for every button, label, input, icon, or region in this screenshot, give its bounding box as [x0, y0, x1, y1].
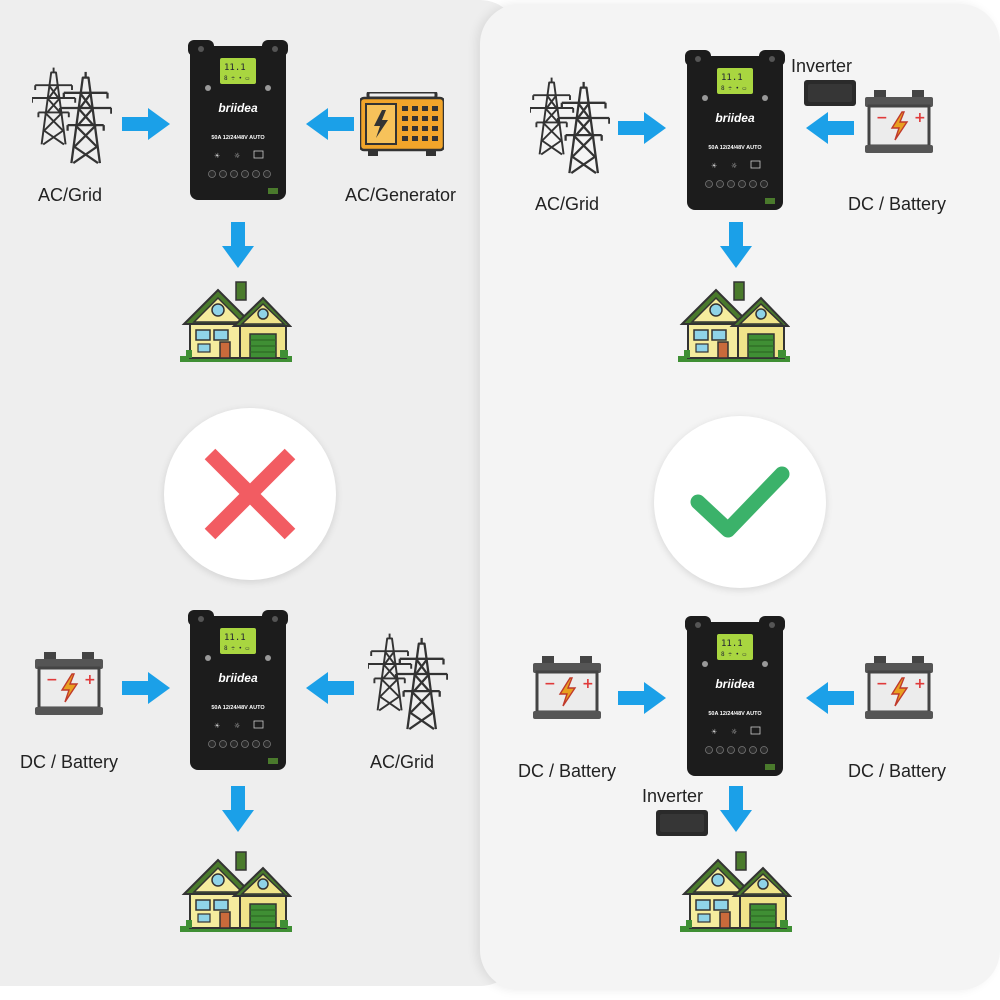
svg-text:8 ÷ • ▭: 8 ÷ • ▭	[224, 75, 250, 82]
arrow-down-icon	[222, 222, 254, 268]
svg-text:8 ÷ • ▭: 8 ÷ • ▭	[721, 651, 747, 658]
svg-text:8 ÷ • ▭: 8 ÷ • ▭	[721, 85, 747, 92]
charge-controller-left-top: 11.1 8 ÷ • ▭ briidea 50A 12/24/48V AUTO …	[188, 40, 288, 200]
battery-icon	[863, 90, 935, 154]
arrow-left-icon	[806, 682, 854, 714]
ac-grid-tower-icon	[368, 632, 448, 731]
charge-controller-left-bottom: 11.1 8 ÷ • ▭ briidea 50A 12/24/48V AUTO …	[188, 610, 288, 770]
svg-text:☼: ☼	[731, 728, 737, 736]
battery-icon	[863, 656, 935, 720]
arrow-right-icon	[618, 112, 666, 144]
arrow-left-icon	[306, 672, 354, 704]
spec-label: 50A 12/24/48V AUTO	[708, 711, 762, 717]
svg-text:8 ÷ • ▭: 8 ÷ • ▭	[224, 645, 250, 652]
svg-text:11.1: 11.1	[224, 63, 246, 73]
source-label: DC / Battery	[20, 752, 119, 772]
svg-text:☀: ☀	[214, 152, 220, 160]
inverter-label: Inverter	[791, 56, 853, 76]
source-label: AC/Generator	[345, 185, 457, 205]
check-icon	[690, 466, 790, 538]
arrow-down-icon	[720, 786, 752, 832]
arrow-down-icon	[222, 786, 254, 832]
arrow-down-icon	[720, 222, 752, 268]
spec-label: 50A 12/24/48V AUTO	[708, 145, 762, 151]
inverter-icon	[656, 810, 708, 836]
charge-controller-right-top: 11.1 8 ÷ • ▭ briidea 50A 12/24/48V AUTO …	[685, 50, 785, 210]
cross-icon	[204, 448, 296, 540]
source-label: DC / Battery	[518, 761, 617, 781]
charge-controller-right-bottom: 11.1 8 ÷ • ▭ briidea 50A 12/24/48V AUTO …	[685, 616, 785, 776]
spec-label: 50A 12/24/48V AUTO	[211, 705, 265, 711]
svg-text:11.1: 11.1	[721, 73, 743, 83]
arrow-left-icon	[806, 112, 854, 144]
inverter-label: Inverter	[642, 786, 704, 806]
house-icon	[678, 281, 790, 362]
source-label: AC/Grid	[38, 185, 103, 205]
svg-text:11.1: 11.1	[224, 633, 246, 643]
svg-text:☀: ☀	[711, 728, 717, 736]
source-label: DC / Battery	[848, 194, 947, 214]
source-label: DC / Battery	[848, 761, 947, 781]
svg-text:☼: ☼	[234, 722, 240, 730]
house-icon	[180, 851, 292, 932]
arrow-right-icon	[122, 672, 170, 704]
svg-text:☼: ☼	[731, 162, 737, 170]
generator-icon	[360, 92, 444, 156]
arrow-right-icon	[122, 108, 170, 140]
brand-label: briidea	[715, 111, 755, 125]
ac-grid-tower-icon	[530, 76, 610, 175]
ac-grid-tower-icon	[32, 66, 112, 165]
svg-text:☼: ☼	[234, 152, 240, 160]
svg-text:☀: ☀	[214, 722, 220, 730]
svg-text:11.1: 11.1	[721, 639, 743, 649]
source-label: AC/Grid	[370, 752, 435, 772]
arrow-right-icon	[618, 682, 666, 714]
arrow-left-icon	[306, 108, 354, 140]
inverter-icon	[804, 80, 856, 106]
house-icon	[180, 281, 292, 362]
brand-label: briidea	[218, 671, 258, 685]
brand-label: briidea	[218, 101, 258, 115]
svg-text:☀: ☀	[711, 162, 717, 170]
spec-label: 50A 12/24/48V AUTO	[211, 135, 265, 141]
brand-label: briidea	[715, 677, 755, 691]
house-icon	[680, 851, 792, 932]
source-label: AC/Grid	[535, 194, 600, 214]
battery-icon	[531, 656, 603, 720]
correct-mark	[654, 416, 826, 588]
battery-icon	[33, 652, 105, 716]
